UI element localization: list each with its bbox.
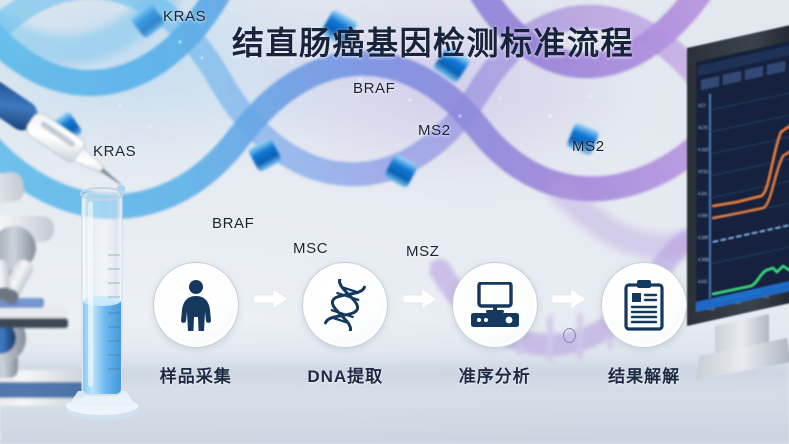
graduated-cylinder-icon <box>66 187 138 420</box>
dna-helix-graphic <box>0 0 742 260</box>
flow-arrow-2 <box>401 288 439 310</box>
arrow-right-icon <box>253 288 288 310</box>
step-circle-3[interactable] <box>451 262 538 348</box>
process-flow: 样品采集 <box>140 262 700 386</box>
dna-helix-icon <box>324 279 367 331</box>
svg-text:4.0M: 4.0M <box>698 213 708 218</box>
flow-step-label-2: DNA提取 <box>307 367 384 386</box>
pipette-icon <box>0 80 126 194</box>
svg-text:4.2N: 4.2N <box>698 191 707 196</box>
step-circle-2[interactable] <box>302 262 389 348</box>
flow-step-label-1: 样品采集 <box>159 367 232 386</box>
flow-step-sequencing-analysis[interactable]: 准序分析 <box>439 262 551 387</box>
gene-label-braf-2: BRAF <box>212 215 255 232</box>
svg-text:4.0G: 4.0G <box>698 279 707 284</box>
gene-label-braf-1: BRAF <box>353 80 396 97</box>
desktop-monitor-icon: 4C7 4L75 4.420 4T.91 4.2N 4.0M 4.30F 4.38B 4… <box>687 25 789 380</box>
svg-text:4T.91: 4T.91 <box>698 169 709 174</box>
svg-text:4.420: 4.420 <box>698 147 709 152</box>
arrow-right-icon <box>552 288 587 310</box>
sequencer-computer-icon <box>470 282 519 327</box>
flow-step-dna-extraction[interactable]: DNA提取 <box>289 262 401 387</box>
svg-text:4.30F: 4.30F <box>698 235 709 240</box>
page-title: 结直肠癌基因检测标准流程 <box>232 25 635 61</box>
person-icon <box>180 280 211 331</box>
gene-label-ms2-2: MS2 <box>572 138 605 155</box>
flow-step-result-interpretation[interactable]: 结果解解 <box>588 262 700 387</box>
step-circle-1[interactable] <box>152 262 239 348</box>
gene-label-msc: MSC <box>293 240 329 257</box>
gene-label-msz: MSZ <box>406 243 440 260</box>
svg-text:4.38B: 4.38B <box>698 257 709 262</box>
flow-arrow-3 <box>551 288 589 343</box>
arrow-right-icon <box>402 288 437 310</box>
stray-circle-artifact <box>562 328 576 343</box>
gene-label-kras-1: KRAS <box>163 8 207 25</box>
flow-step-label-4: 结果解解 <box>608 367 681 386</box>
step-circle-4[interactable] <box>601 262 688 348</box>
gene-label-kras-2: KRAS <box>93 143 137 160</box>
flow-step-label-3: 准序分析 <box>458 367 531 386</box>
flow-step-sample-collection[interactable]: 样品采集 <box>140 262 252 387</box>
flow-arrow-1 <box>252 288 290 310</box>
desk-edge <box>0 360 789 386</box>
clipboard-report-icon <box>624 280 664 331</box>
svg-text:4C7: 4C7 <box>698 103 706 108</box>
svg-text:4.2: 4.2 <box>763 294 769 299</box>
gene-label-ms2-1: MS2 <box>418 122 451 139</box>
svg-text:4L75: 4L75 <box>698 125 708 130</box>
